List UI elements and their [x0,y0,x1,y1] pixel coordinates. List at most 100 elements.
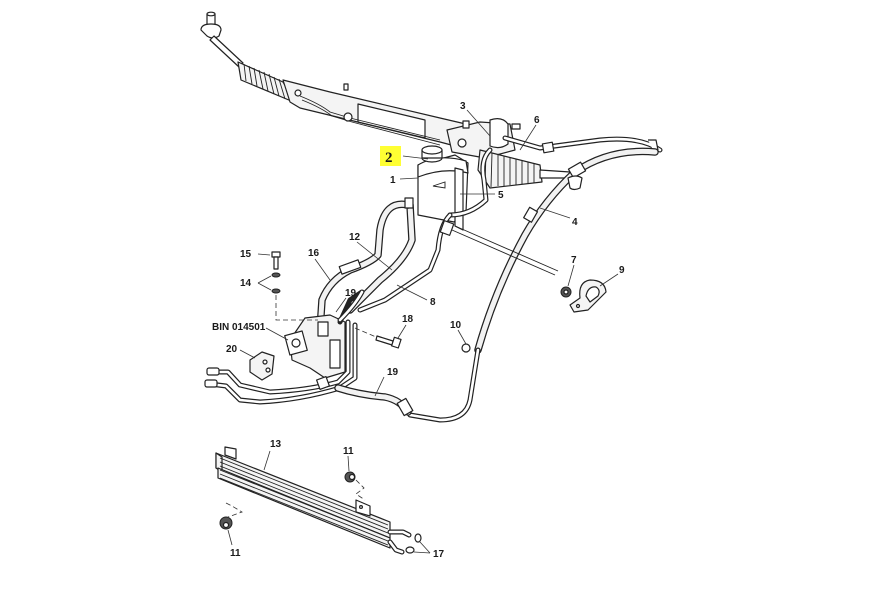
leader-17a [419,541,431,554]
tie-rod-end [200,23,222,39]
rack-stud [343,83,349,91]
pipe-19-upper-inner [338,290,364,322]
cooler-bracket-hole [359,505,364,510]
pipe-4-sleeve [567,161,587,179]
power-steering-pump[interactable] [284,314,346,379]
callout-2-highlight [380,146,401,166]
steering-rack[interactable] [200,11,571,189]
mounting-clip-9[interactable] [569,279,607,313]
valve-stud [462,120,470,129]
callout-3[interactable]: 3 [460,101,466,112]
callout-10[interactable]: 10 [450,320,462,331]
callout-16[interactable]: 16 [308,248,320,259]
leader-20 [239,349,256,359]
grommet-11-lower-alignment [225,502,243,518]
rack-line-2 [301,99,441,146]
washers-14[interactable] [271,272,281,294]
leader-19b [374,376,385,397]
o-rings-17[interactable] [405,533,422,554]
callout-6[interactable]: 6 [534,115,540,126]
pump-outlet [317,321,329,337]
callout-19-lower[interactable]: 19 [387,367,399,378]
bolt-15-alignment [275,295,318,321]
leader-bin [265,327,289,341]
leader-7 [567,264,575,287]
leader-8 [396,284,428,301]
rubber-mount-20[interactable] [249,351,275,381]
pipe-8-fitting [439,220,455,236]
bolt-18-shank [375,335,394,346]
callout-12[interactable]: 12 [349,232,361,243]
callout-11-upper[interactable]: 11 [343,446,354,457]
callout-7[interactable]: 7 [571,255,577,266]
callout-1[interactable]: 1 [390,175,396,186]
cooler-line-a-inner [210,320,350,394]
callout-9[interactable]: 9 [619,265,625,276]
bolt-18-alignment [354,327,377,338]
callout-13[interactable]: 13 [270,439,282,450]
grommet-11-upper[interactable] [344,471,356,483]
leader-11b [227,529,233,546]
callout-8[interactable]: 8 [430,297,436,308]
line-sleeve [315,375,331,391]
callout-11-lower[interactable]: 11 [230,548,241,559]
grommet-11-lower[interactable] [219,516,233,530]
pinion-shaft [511,123,521,130]
leader-18 [397,324,407,339]
cooler-bracket-right [355,499,371,517]
pump-pulley-hub [291,338,301,348]
leader-6 [519,124,537,151]
nut-7[interactable] [560,286,572,298]
washer-upper [271,272,281,278]
callouts: 2 1 3 4 5 6 7 8 9 10 11 11 12 13 14 15 1… [212,101,625,560]
return-lines[interactable] [204,289,414,417]
pipe-3-inner [448,148,492,217]
callout-2[interactable]: 2 [385,150,393,166]
oil-cooler[interactable] [215,446,412,555]
leader-11a [347,455,350,472]
grommet-11-upper-alignment [355,479,366,501]
leader-16 [314,258,331,281]
pipe-6-coupling [541,141,555,154]
mount-20-hole [262,359,268,365]
leader-14b [257,282,272,291]
callout-14[interactable]: 14 [240,278,252,289]
cooler-outlet-a-inner [388,530,411,537]
bolt-18[interactable] [375,335,402,349]
rack-housing-window [357,103,426,139]
leader-4 [539,207,571,219]
bolt-15[interactable] [271,251,281,270]
grommet-11-upper-hole [348,473,356,481]
clip-alignment-line-2 [454,225,559,272]
pipe-4-sleeve-2 [523,206,539,223]
callout-19-upper[interactable]: 19 [345,288,357,299]
reservoir-cap-top [421,145,443,155]
grommet [567,175,583,191]
pipe-clip-10 [461,343,471,353]
washer-lower [271,288,281,294]
leader-14a [257,275,272,284]
hose-16-fitting [404,197,414,209]
tie-rod-stud-top [206,11,216,17]
bolt-15-head [271,251,281,258]
callout-15[interactable]: 15 [240,249,252,260]
leader-13 [263,450,271,471]
leader-19a [335,297,347,313]
callout-17[interactable]: 17 [433,549,445,560]
callout-20[interactable]: 20 [226,344,238,355]
callout-18[interactable]: 18 [402,314,414,325]
pipe-4-lower-inner [408,348,480,422]
cooler-fin-lines [219,457,389,546]
leader-9 [599,273,619,287]
pump-reservoir-port [329,339,341,369]
reservoir-bracket [454,167,464,231]
o-ring-lower [405,546,415,554]
clip-9-loop [585,286,600,303]
callout-5[interactable]: 5 [498,190,504,201]
grommet-11-lower-hole [222,521,230,529]
rack-bolt [294,89,302,97]
callout-4[interactable]: 4 [572,217,578,228]
leader-17b [413,551,431,554]
callout-bin-number[interactable]: BIN 014501 [212,322,266,333]
